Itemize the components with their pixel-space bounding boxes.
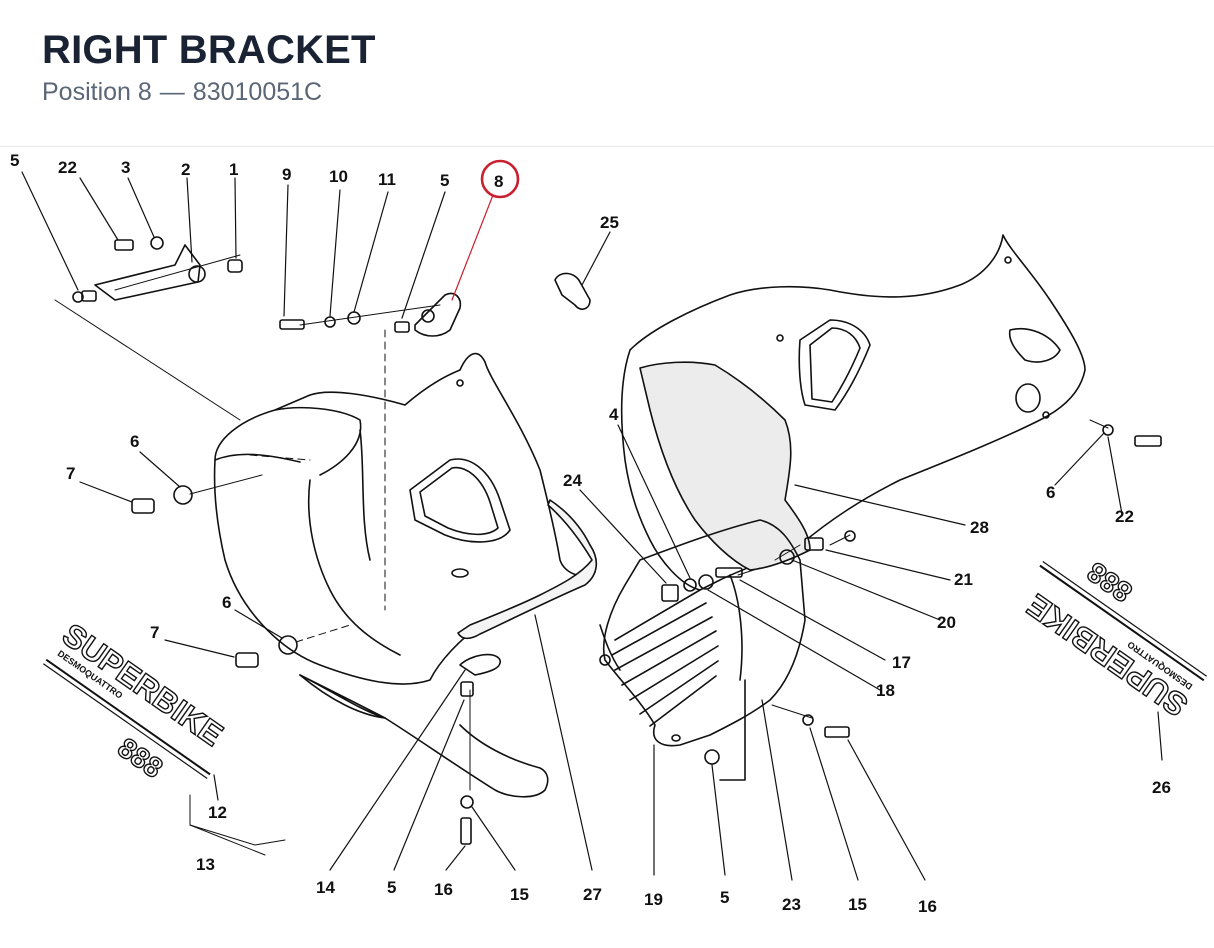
callout-label[interactable]: 3	[121, 158, 130, 177]
callout-label[interactable]: 7	[66, 464, 75, 483]
decal-left: SUPERBIKE DESMOQUATTRO 888	[43, 616, 230, 785]
left-fairing-panel	[213, 352, 598, 798]
callout-label[interactable]: 4	[609, 405, 619, 424]
callout-label[interactable]: 5	[720, 888, 729, 907]
callout-label[interactable]: 16	[918, 897, 937, 916]
callout-label[interactable]: 15	[848, 895, 867, 914]
callout-label[interactable]: 9	[282, 165, 291, 184]
callout-label[interactable]: 6	[130, 432, 139, 451]
hardware-items	[72, 236, 1162, 845]
right-fairing-panel	[620, 234, 1086, 591]
callout-label[interactable]: 17	[892, 653, 911, 672]
callout-label[interactable]: 6	[1046, 483, 1055, 502]
highlight-ring-8	[480, 159, 520, 199]
callout-label[interactable]: 6	[222, 593, 231, 612]
callout-label[interactable]: 25	[600, 213, 619, 232]
callout-labels: 5 22 3 2 1 9 10 11 5 8 25 6 7 4 24 6 22 …	[10, 151, 1171, 916]
bracket-25	[554, 272, 591, 310]
bracket-14	[459, 653, 501, 676]
connection-lines	[54, 254, 1109, 856]
callout-label[interactable]: 24	[563, 471, 582, 490]
callout-label[interactable]: 13	[196, 855, 215, 874]
callout-label[interactable]: 22	[1115, 507, 1134, 526]
callout-label[interactable]: 1	[229, 160, 238, 179]
part-number: 83010051C	[192, 78, 323, 106]
callout-label[interactable]: 26	[1152, 778, 1171, 797]
callout-label[interactable]: 21	[954, 570, 973, 589]
callout-label[interactable]: 5	[440, 171, 449, 190]
leader-lines	[21, 171, 1163, 881]
callout-label[interactable]: 12	[208, 803, 227, 822]
callout-label[interactable]: 15	[510, 885, 529, 904]
callout-label[interactable]: 5	[10, 151, 19, 170]
bracket-2	[94, 244, 201, 301]
position-label: Position 8	[42, 78, 152, 106]
decal-right: SUPERBIKE DESMOQUATTRO 888	[1020, 555, 1207, 724]
subtitle-separator: —	[159, 78, 185, 106]
callout-label[interactable]: 7	[150, 623, 159, 642]
callout-label[interactable]: 22	[58, 158, 77, 177]
callout-label[interactable]: 2	[181, 160, 190, 179]
callout-label[interactable]: 20	[937, 613, 956, 632]
callout-label[interactable]: 19	[644, 890, 663, 909]
callout-label[interactable]: 11	[378, 170, 396, 189]
callout-label[interactable]: 5	[387, 878, 396, 897]
callout-label[interactable]: 27	[583, 885, 602, 904]
page-subtitle: Position 8—83010051C	[42, 78, 322, 107]
callout-label[interactable]: 14	[316, 878, 335, 897]
callout-label[interactable]: 23	[782, 895, 801, 914]
callout-label[interactable]: 16	[434, 880, 453, 899]
right-bracket-8	[414, 292, 462, 337]
page-title: RIGHT BRACKET	[42, 28, 376, 72]
callout-label-highlighted[interactable]: 8	[494, 172, 503, 191]
inner-panel-with-vents	[599, 519, 806, 781]
page-header: RIGHT BRACKET Position 8—83010051C	[0, 0, 1214, 147]
callout-label[interactable]: 10	[329, 167, 348, 186]
callout-label[interactable]: 18	[876, 681, 895, 700]
callout-label[interactable]: 28	[970, 518, 989, 537]
